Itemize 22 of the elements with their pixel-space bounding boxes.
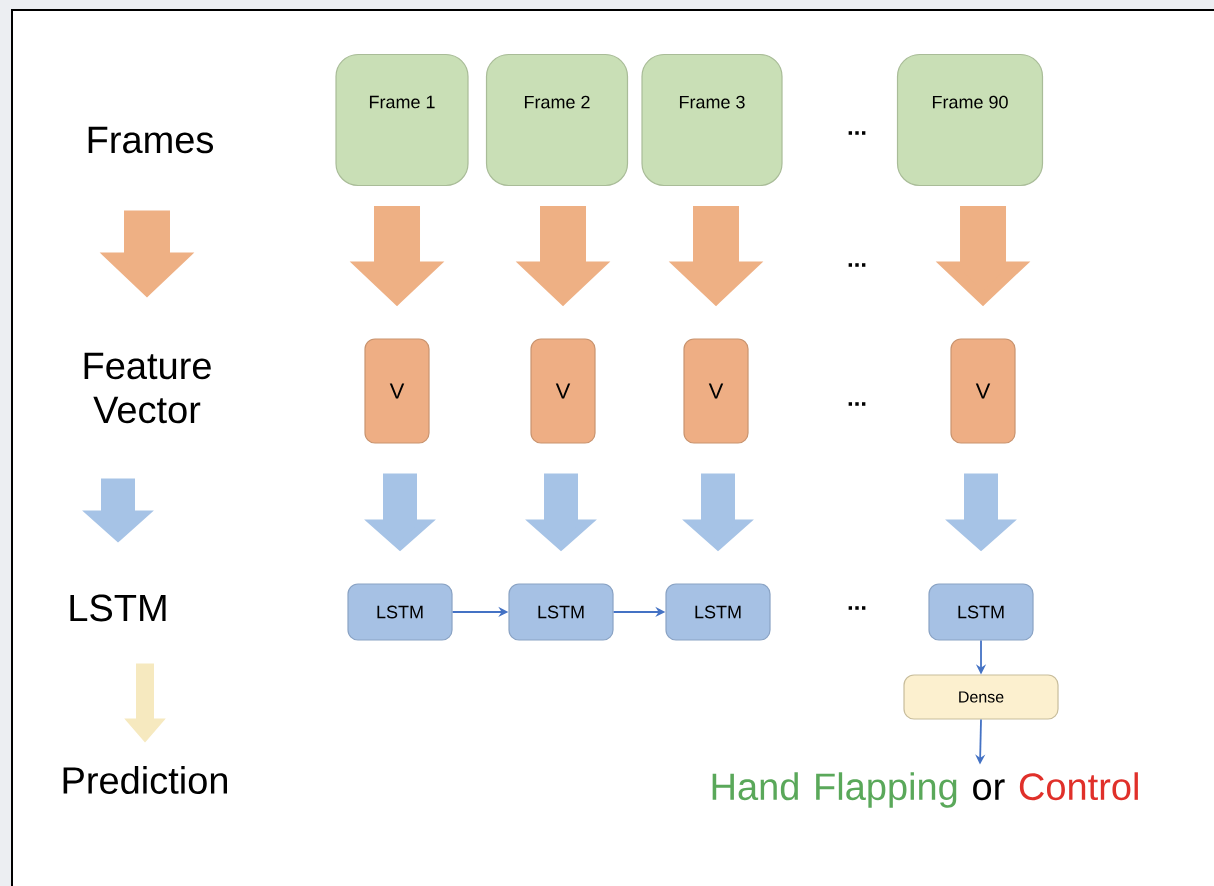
frame-box: Frame 3 <box>641 53 783 187</box>
lstm-box: LSTM <box>665 583 771 641</box>
ellipsis: ... <box>848 131 866 135</box>
ellipsis: ... <box>848 606 866 610</box>
lstm-box: LSTM <box>508 583 614 641</box>
row-label: LSTM <box>70 594 166 622</box>
ellipsis: ... <box>848 263 866 267</box>
lstm-box: LSTM <box>347 583 453 641</box>
vector-box: V <box>950 338 1016 444</box>
dense-box: Dense <box>903 674 1059 720</box>
frame-box: Frame 2 <box>485 53 629 187</box>
frame-box: Frame 1 <box>335 53 469 187</box>
lstm-box: LSTM <box>928 583 1034 641</box>
vector-box: V <box>530 338 596 444</box>
vector-box: V <box>683 338 749 444</box>
ellipsis: ... <box>848 402 866 406</box>
prediction-text: Hand Flapping or Control <box>712 772 1138 808</box>
row-label: Feature Vector <box>84 352 211 424</box>
vector-box: V <box>364 338 430 444</box>
frame-box: Frame 90 <box>896 53 1044 187</box>
row-label: Frames <box>88 126 213 154</box>
row-label: Prediction <box>63 766 227 794</box>
